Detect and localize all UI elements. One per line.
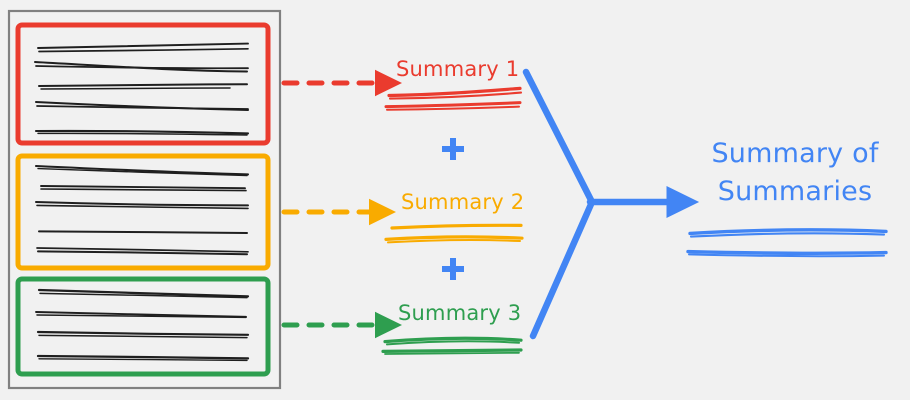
plus-operator-1 [442, 138, 464, 160]
document-container [7, 9, 282, 390]
merge-arrow [522, 68, 700, 340]
summary-of-summaries-line-1: Summary of [711, 138, 879, 169]
summary-of-summaries-line-2: Summaries [717, 176, 873, 207]
plus-operator-2 [442, 258, 464, 280]
summary-1-lines [384, 86, 523, 111]
summary-2-lines [384, 223, 524, 244]
summary-1-label: Summary 1 [396, 57, 520, 81]
summary-of-summaries-label: Summary of Summaries [700, 135, 890, 211]
chunk-red-text-lines [34, 42, 250, 136]
document-chunk-orange[interactable] [15, 153, 271, 271]
summary-3-label: Summary 3 [398, 301, 522, 325]
document-chunk-red[interactable] [15, 22, 271, 146]
summary-3-lines [381, 336, 523, 355]
document-chunk-green[interactable] [15, 276, 271, 377]
chunk-green-text-lines [35, 288, 250, 362]
chunk-orange-text-lines [34, 164, 250, 256]
summary-2-label: Summary 2 [401, 190, 525, 214]
final-summary-lines [686, 228, 888, 258]
